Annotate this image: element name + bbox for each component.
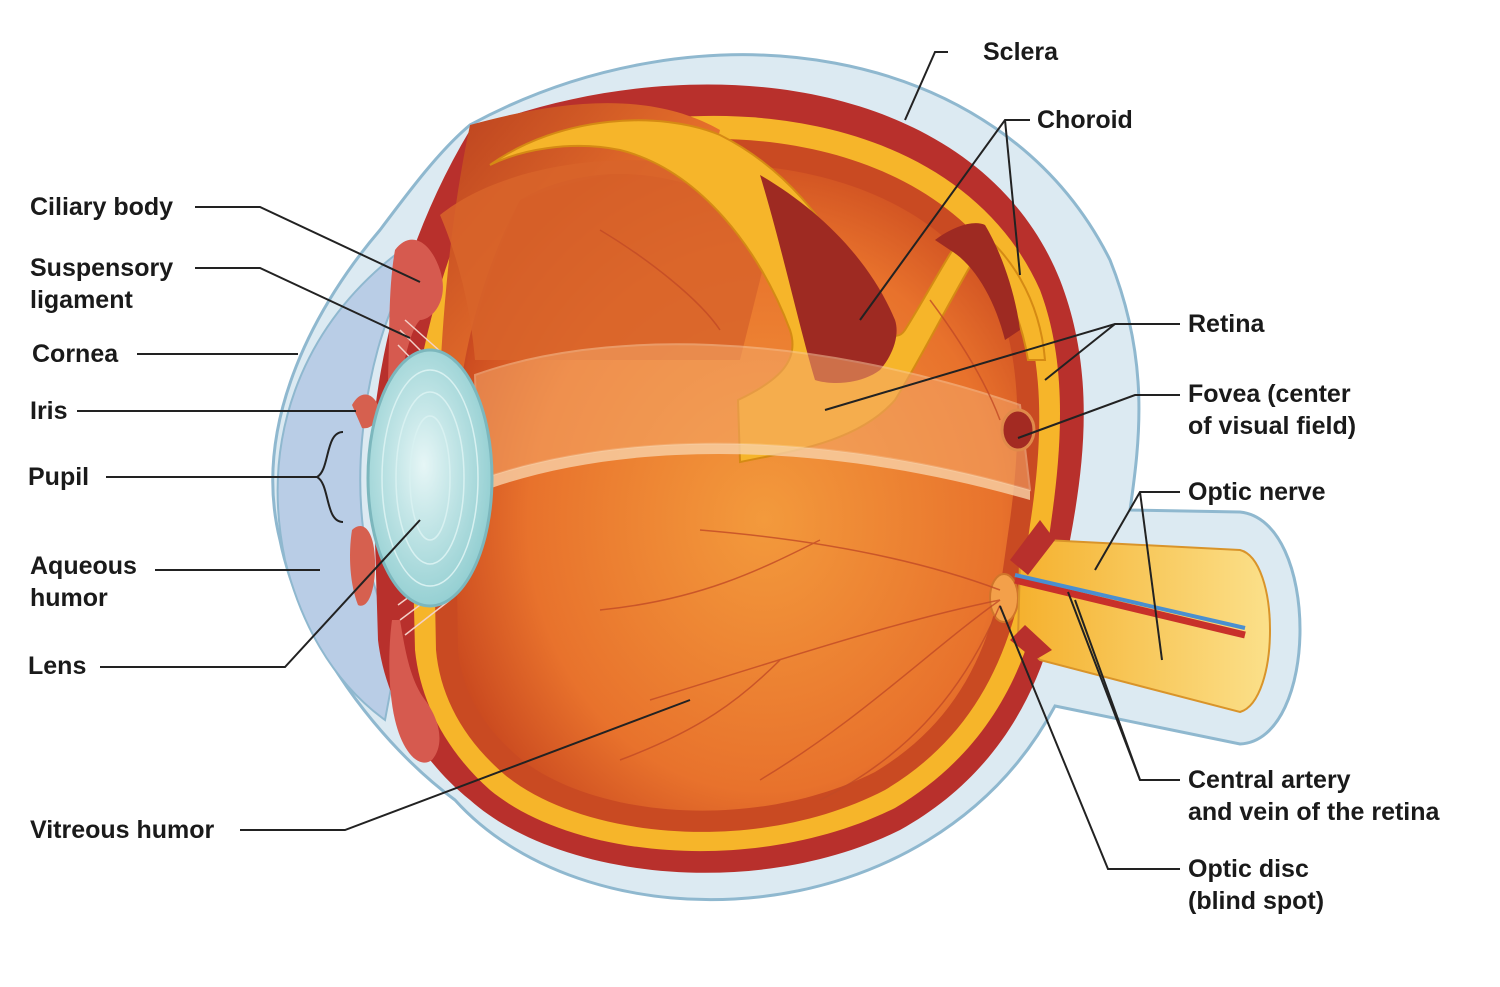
label-central-line2: and vein of the retina [1188,798,1440,826]
ciliary-body-shape [388,239,443,380]
central-artery [1014,576,1246,639]
fovea-shape [1000,408,1036,452]
central-vein [1014,573,1246,630]
optic-disc-shape [989,573,1019,623]
label-aqueous-line2: humor [30,584,108,612]
optic-nerve-shape [1016,538,1271,714]
iris-upper [352,394,379,429]
label-fovea: Fovea (center of visual field) [1188,378,1356,442]
label-aqueous-humor: Aqueous humor [30,550,137,614]
label-suspensory-line1: Suspensory [30,254,174,282]
label-retina: Retina [1188,310,1265,338]
label-optic-disc: Optic disc (blind spot) [1188,853,1324,917]
label-central-line1: Central artery [1188,766,1351,794]
label-fovea-line2: of visual field) [1188,412,1357,440]
label-choroid: Choroid [1037,106,1133,134]
iris-lower [350,525,376,606]
label-fovea-line1: Fovea (center [1188,380,1351,408]
lens-shape [366,348,494,608]
label-sclera: Sclera [983,38,1059,66]
label-ciliary-body: Ciliary body [30,193,174,221]
leader-lines [77,51,1180,870]
label-optic-disc-line1: Optic disc [1188,855,1309,883]
label-cornea: Cornea [32,340,119,368]
cut-edge [478,443,1030,500]
flap-choroid-right [935,223,1020,340]
lens-rings [381,369,479,587]
label-suspensory-ligament: Suspensory ligament [30,252,173,316]
cutaway-back-wall [440,160,780,360]
optic-nerve-red-edge [1010,520,1055,660]
retinal-vessels [599,229,1001,801]
label-pupil: Pupil [28,463,90,491]
label-aqueous-line1: Aqueous [30,552,137,580]
label-vitreous-humor: Vitreous humor [30,816,215,844]
label-optic-nerve: Optic nerve [1188,478,1326,506]
ciliary-body-lower [389,620,440,763]
label-iris: Iris [30,397,68,425]
label-lens: Lens [28,652,87,680]
label-optic-disc-line2: (blind spot) [1188,887,1325,915]
flap-choroid [760,175,897,383]
cornea-shape [276,253,402,722]
label-central-artery-vein: Central artery and vein of the retina [1188,764,1439,828]
label-suspensory-line2: ligament [30,286,133,314]
